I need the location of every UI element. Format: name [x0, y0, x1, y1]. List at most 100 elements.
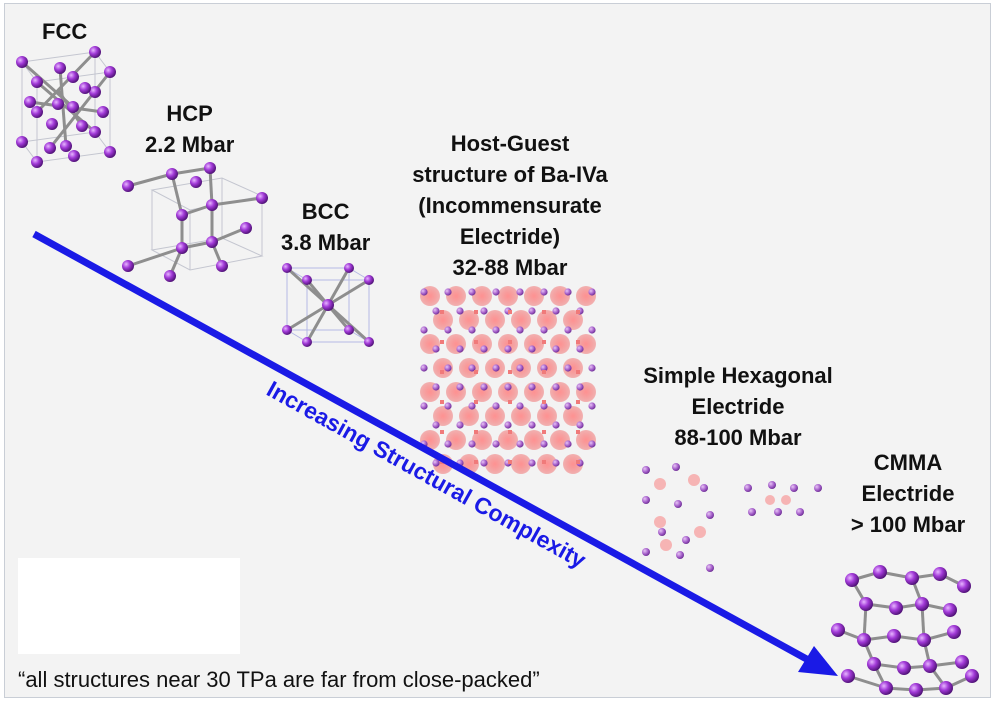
electride-blob	[550, 382, 570, 402]
guest-atom	[468, 326, 476, 334]
electride-blob	[485, 406, 505, 426]
electride-blob	[472, 430, 492, 450]
electride-blob	[660, 539, 672, 551]
guest-atom	[540, 440, 548, 448]
host-guest-structure	[420, 286, 596, 474]
host-site	[508, 400, 512, 404]
host-site	[576, 310, 580, 314]
electride-blob	[654, 516, 666, 528]
electride-blob	[498, 286, 518, 306]
guest-atom	[480, 383, 488, 391]
host-site	[474, 400, 478, 404]
guest-atom	[420, 364, 428, 372]
host-site	[542, 400, 546, 404]
bcc-label: BCC 3.8 Mbar	[281, 196, 370, 258]
lattice-atom	[672, 463, 680, 471]
host-guest-line-1: Host-Guest	[450, 131, 570, 156]
host-site	[474, 430, 478, 434]
host-site	[474, 340, 478, 344]
lattice-atom	[909, 683, 923, 697]
blank-panel	[18, 558, 240, 654]
guest-atom	[492, 326, 500, 334]
lattice-atom	[642, 466, 650, 474]
electride-blob	[563, 406, 583, 426]
lattice-atom	[642, 496, 650, 504]
lattice-atom	[879, 681, 893, 695]
host-site	[576, 400, 580, 404]
guest-atom	[588, 288, 596, 296]
lattice-atom	[676, 551, 684, 559]
host-site	[576, 430, 580, 434]
host-guest-line-4: Electride)	[459, 224, 561, 249]
lattice-atom	[774, 508, 782, 516]
lattice-atom	[841, 669, 855, 683]
hcp-label: HCP 2.2 Mbar	[145, 98, 234, 160]
host-site	[542, 310, 546, 314]
guest-atom	[516, 288, 524, 296]
guest-atom	[528, 421, 536, 429]
lattice-atom	[947, 625, 961, 639]
simple-hex-line-1: Simple Hexagonal	[643, 363, 833, 388]
guest-atom	[480, 307, 488, 315]
electride-blob	[446, 382, 466, 402]
lattice-atom	[744, 484, 752, 492]
host-site	[440, 400, 444, 404]
simple-hexagonal-structure	[642, 463, 822, 572]
host-site	[576, 460, 580, 464]
cmma-pressure: > 100 Mbar	[850, 512, 966, 537]
electride-blob	[765, 495, 775, 505]
host-site	[474, 370, 478, 374]
complexity-arrow	[32, 230, 838, 676]
electride-blob	[537, 310, 557, 330]
guest-atom	[468, 440, 476, 448]
host-site	[542, 370, 546, 374]
electride-blob	[537, 454, 557, 474]
guest-atom	[432, 383, 440, 391]
host-guest-label: Host-Guest structure of Ba-IVa (Incommen…	[390, 128, 630, 283]
quote-text: “all structures near 30 TPa are far from…	[18, 667, 540, 692]
host-site	[508, 370, 512, 374]
lattice-atom	[905, 571, 919, 585]
lattice-atom	[674, 500, 682, 508]
host-guest-pressure: 32-88 Mbar	[452, 255, 568, 280]
lattice-atom	[889, 601, 903, 615]
guest-atom	[588, 326, 596, 334]
lattice-atom	[933, 567, 947, 581]
guest-atom	[552, 345, 560, 353]
lattice-atom	[917, 633, 931, 647]
guest-atom	[432, 345, 440, 353]
guest-atom	[468, 288, 476, 296]
host-site	[542, 340, 546, 344]
electride-blob	[459, 406, 479, 426]
host-site	[508, 460, 512, 464]
guest-atom	[552, 421, 560, 429]
cmma-line-2: Electride	[861, 481, 955, 506]
electride-blob	[563, 454, 583, 474]
guest-atom	[540, 364, 548, 372]
lattice-atom	[897, 661, 911, 675]
lattice-atom	[943, 603, 957, 617]
guest-atom	[456, 307, 464, 315]
guest-atom	[576, 383, 584, 391]
host-site	[440, 340, 444, 344]
electride-blob	[433, 358, 453, 378]
simple-hex-pressure: 88-100 Mbar	[674, 425, 802, 450]
guest-atom	[444, 440, 452, 448]
guest-atom	[588, 402, 596, 410]
host-guest-line-2: structure of Ba-IVa	[412, 162, 608, 187]
simple-hex-label: Simple Hexagonal Electride 88-100 Mbar	[618, 360, 858, 453]
guest-atom	[564, 326, 572, 334]
electride-blob	[688, 474, 700, 486]
host-site	[508, 310, 512, 314]
guest-atom	[444, 288, 452, 296]
hcp-name: HCP	[166, 101, 213, 126]
guest-atom	[588, 364, 596, 372]
guest-atom	[468, 402, 476, 410]
guest-atom	[504, 383, 512, 391]
lattice-atom	[814, 484, 822, 492]
guest-atom	[492, 364, 500, 372]
guest-atom	[516, 364, 524, 372]
electride-blob	[550, 334, 570, 354]
electride-blob	[524, 286, 544, 306]
guest-atom	[444, 364, 452, 372]
